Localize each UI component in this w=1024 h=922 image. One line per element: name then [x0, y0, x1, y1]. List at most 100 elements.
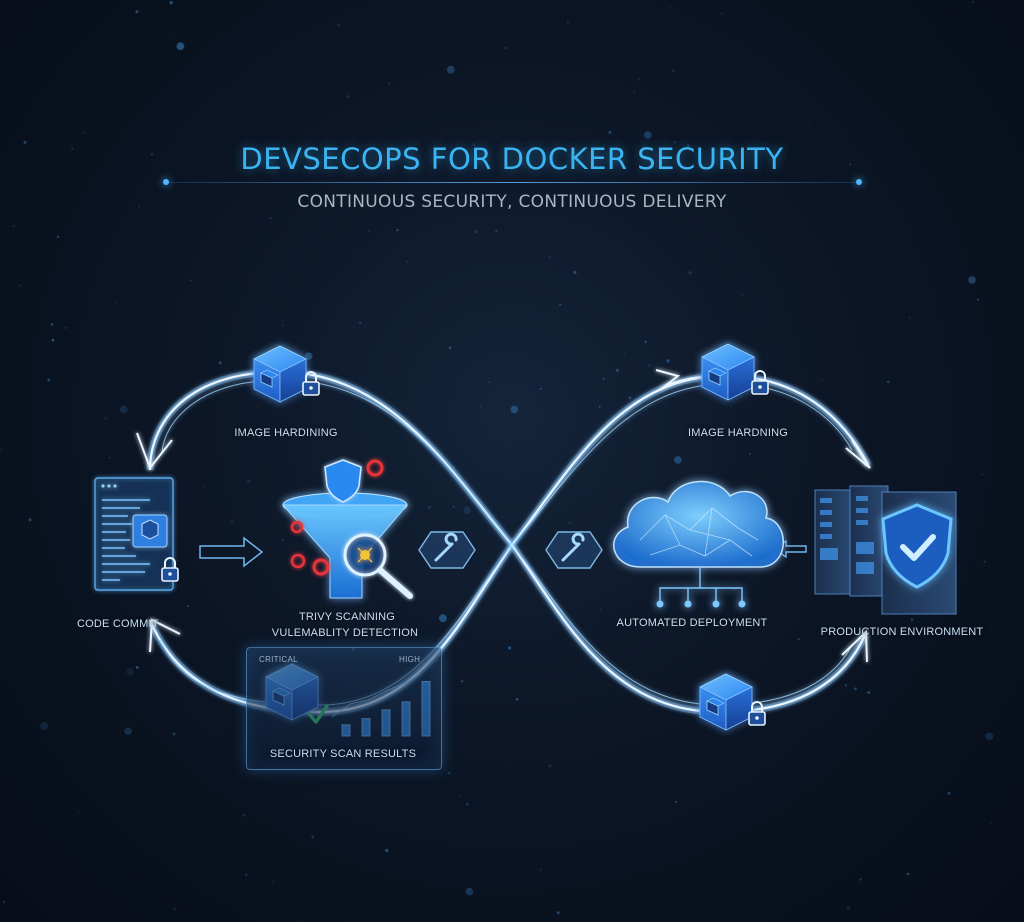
particle	[599, 608, 602, 611]
particle	[459, 795, 462, 798]
particle	[172, 732, 176, 736]
particle	[666, 359, 670, 363]
particle	[135, 10, 139, 14]
particle	[910, 618, 914, 621]
shield-check-icon	[881, 503, 953, 589]
particle	[119, 405, 128, 414]
particle	[568, 522, 571, 524]
particle	[495, 229, 498, 233]
particle	[808, 125, 811, 127]
label-image-hardening-right: IMAGE HARDNING	[688, 427, 788, 439]
particle	[176, 42, 185, 51]
particle	[504, 46, 507, 50]
particle	[548, 764, 552, 768]
particle	[647, 363, 651, 368]
particle	[686, 144, 690, 148]
particle	[448, 771, 451, 775]
particle	[18, 284, 22, 287]
label-trivy-scanning: TRIVY SCANNING	[298, 611, 396, 623]
magnifier-bug-icon	[343, 533, 413, 599]
particle	[51, 323, 54, 326]
particle-field	[0, 0, 994, 922]
particle	[82, 131, 85, 134]
particle	[304, 352, 313, 360]
wrench-icon	[545, 531, 603, 569]
label-security-scan-results: SECURITY SCAN RESULTS	[269, 748, 417, 760]
particle	[985, 732, 994, 741]
particle	[867, 691, 871, 694]
particle	[602, 377, 605, 380]
particle	[452, 505, 455, 508]
particle	[539, 868, 542, 871]
particle	[673, 140, 677, 144]
particle	[173, 907, 176, 910]
particle	[474, 230, 478, 234]
particle	[633, 90, 636, 93]
particle	[171, 33, 174, 36]
particle	[559, 303, 562, 306]
particle	[849, 163, 852, 166]
particle	[0, 447, 2, 451]
particle	[847, 906, 851, 910]
particle	[859, 878, 862, 881]
particle	[396, 229, 399, 232]
particle	[367, 230, 370, 233]
particle	[990, 822, 993, 825]
particle	[135, 666, 139, 669]
particle	[337, 24, 340, 27]
label-automated-deployment: AUTOMATED DEPLOYMENT	[616, 617, 768, 629]
particle	[78, 811, 80, 814]
particle	[104, 416, 108, 420]
particle	[56, 235, 60, 238]
particle	[907, 872, 910, 876]
particle	[446, 65, 455, 74]
particle	[406, 260, 408, 263]
particle	[448, 346, 452, 350]
particle	[515, 698, 519, 701]
particle	[749, 452, 751, 455]
label-production-environment: PRODUCTION ENVIRONMENT	[820, 626, 984, 638]
particle	[615, 368, 620, 372]
particle	[108, 456, 111, 459]
particle	[439, 614, 447, 623]
particle	[51, 338, 55, 342]
particle	[150, 153, 154, 156]
particle	[720, 12, 723, 15]
particle	[463, 506, 472, 514]
particle	[272, 881, 274, 883]
particle	[218, 361, 222, 365]
particle	[258, 436, 261, 438]
particle	[230, 520, 234, 523]
particle	[637, 78, 641, 81]
particle	[64, 326, 67, 329]
particle	[427, 505, 431, 509]
label-code-commit: CODE COMMIT	[77, 618, 159, 630]
padlock-icon	[748, 701, 766, 726]
particle	[300, 919, 303, 922]
particle	[359, 321, 361, 324]
particle	[385, 848, 389, 853]
docker-cube-icon	[701, 343, 755, 401]
particle	[472, 143, 476, 146]
particle	[539, 387, 542, 390]
particle	[203, 485, 206, 488]
particle	[573, 270, 577, 274]
particle	[548, 256, 551, 259]
particle	[187, 605, 190, 608]
particle	[671, 69, 675, 72]
particle	[465, 802, 469, 806]
particle	[741, 294, 744, 296]
cloud-network-icon	[613, 480, 784, 608]
panel-header-high: HIGH	[399, 655, 421, 664]
particle	[887, 380, 890, 384]
particle	[169, 1, 173, 5]
particle	[465, 887, 474, 896]
particle	[501, 516, 504, 518]
wrench-icon	[418, 531, 476, 569]
particle	[983, 560, 986, 563]
alert-bug-icon	[290, 459, 384, 576]
particle	[976, 298, 980, 301]
particle	[608, 130, 612, 134]
divider-dot	[163, 179, 169, 185]
particle	[311, 835, 315, 839]
